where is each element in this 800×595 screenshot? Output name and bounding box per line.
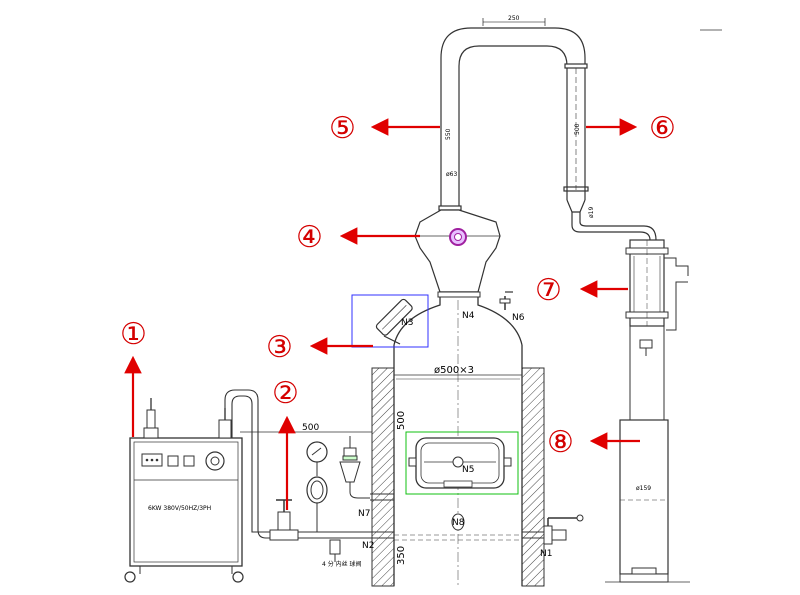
- nozzle-n7: N7: [358, 509, 370, 519]
- gate-valve: [269, 499, 299, 541]
- nozzle-n1: N1: [540, 549, 552, 559]
- nozzle-n8-icon: [451, 513, 465, 531]
- helmet: [414, 209, 501, 293]
- nozzle-n2: N2: [362, 541, 374, 551]
- dim-base-height: 350: [396, 546, 407, 565]
- steam-generator: 6KW 380V/50HZ/3PH: [124, 398, 244, 583]
- dim-side-len: 500: [302, 423, 319, 433]
- nozzle-n5: N5: [462, 465, 474, 475]
- callout-4: ④: [296, 220, 323, 255]
- ball-valve: [329, 539, 341, 562]
- dim-top-width: 250: [508, 15, 520, 22]
- dim-vessel-height: 500: [396, 411, 407, 430]
- feed-funnel: [339, 436, 370, 499]
- callout-6: ⑥: [649, 111, 676, 146]
- callout-2: ②: [272, 376, 299, 411]
- dim-small-pipe-dia: ø19: [588, 207, 595, 218]
- condenser: [605, 239, 690, 583]
- manway-n5: [405, 431, 519, 495]
- vapor-pipe: [438, 27, 657, 241]
- dim-vessel-dia: ø500×3: [434, 365, 474, 376]
- dim-column-dia: ø159: [636, 485, 651, 492]
- callout-8: ⑧: [547, 425, 574, 460]
- nozzle-n6-valve: [499, 291, 513, 310]
- steam-lines: [224, 368, 545, 539]
- dim-left-pipe-dia: ø63: [446, 171, 457, 178]
- nozzle-n3: N3: [401, 318, 413, 328]
- valve-note: 4 分 内丝 球阀: [322, 560, 362, 568]
- dim-top: 250: [482, 15, 546, 26]
- manhole-n3: [351, 294, 429, 348]
- generator-spec: 6KW 380V/50HZ/3PH: [148, 505, 211, 512]
- pressure-gauge: [306, 441, 328, 532]
- dim-right-pipe-len: 500: [574, 123, 581, 135]
- callout-arrows: [124, 118, 640, 510]
- dim-left-pipe-len: 550: [445, 128, 452, 140]
- callout-7: ⑦: [535, 273, 562, 308]
- nozzle-n6: N6: [512, 313, 525, 323]
- callout-5: ⑤: [329, 111, 356, 146]
- nozzle-n4: N4: [462, 311, 475, 321]
- callout-1: ①: [120, 317, 147, 352]
- nozzle-n8: N8: [452, 518, 465, 528]
- n1-valve: [543, 514, 584, 545]
- callout-3: ③: [266, 330, 293, 365]
